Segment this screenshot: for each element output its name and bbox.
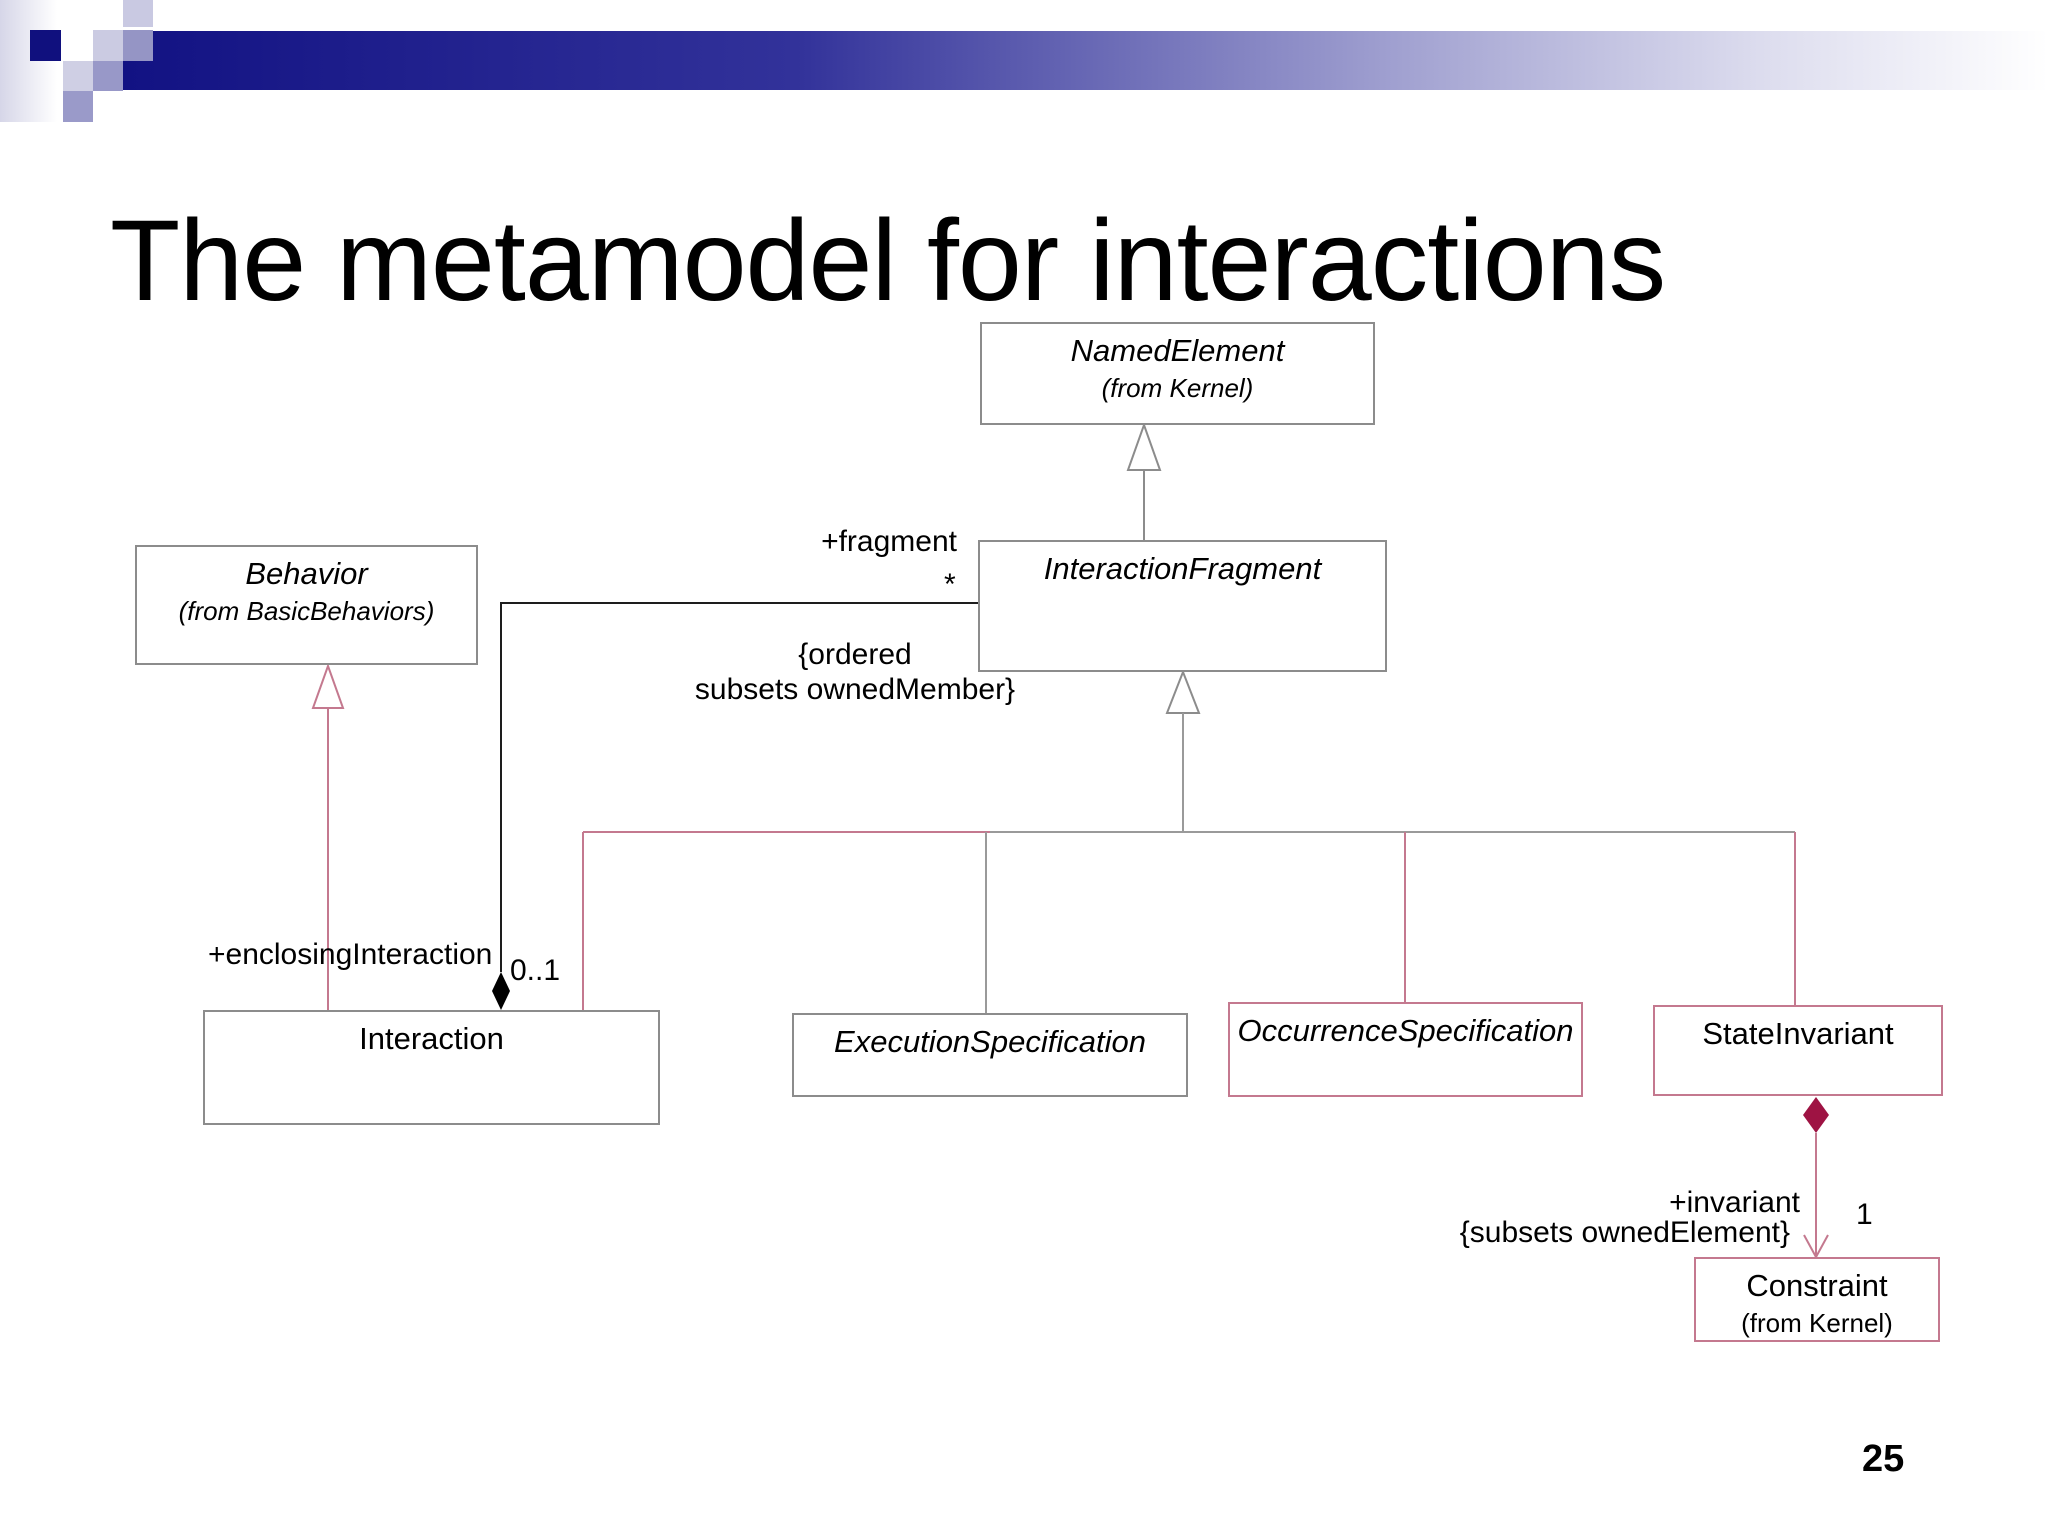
generalization-triangle-icon (1165, 669, 1201, 714)
class-box-behavior: Behavior (from BasicBehaviors) (135, 545, 478, 665)
constraint-label-line2: subsets ownedMember} (694, 672, 1016, 706)
class-name: OccurrenceSpecification (1237, 1013, 1574, 1048)
class-box-execution-specification: ExecutionSpecification (792, 1013, 1188, 1097)
deco-square (123, 0, 153, 27)
class-name: NamedElement (1070, 333, 1285, 368)
constraint-label-fragment: {ordered subsets ownedMember} (605, 638, 1105, 707)
deco-square (93, 61, 123, 91)
deco-square (63, 91, 93, 122)
class-name: ExecutionSpecification (834, 1024, 1146, 1059)
page-title: The metamodel for interactions (110, 197, 1666, 325)
class-box-constraint: Constraint (from Kernel) (1694, 1257, 1940, 1342)
constraint-label-invariant: {subsets ownedElement} (1459, 1216, 1790, 1249)
class-box-state-invariant: StateInvariant (1653, 1005, 1943, 1096)
association-line-fragment (500, 602, 978, 972)
constraint-label-line1: {ordered (798, 638, 912, 671)
deco-square (123, 30, 153, 61)
class-box-named-element: NamedElement (from Kernel) (980, 322, 1375, 425)
deco-square (63, 61, 93, 91)
multiplicity-label-fragment: * (944, 568, 956, 601)
class-box-interaction-fragment: InteractionFragment (978, 540, 1387, 672)
class-from-package: (from BasicBehaviors) (178, 595, 435, 626)
header-gradient-strip (0, 0, 57, 122)
class-name: StateInvariant (1702, 1016, 1894, 1051)
page-number: 25 (1862, 1438, 1905, 1480)
multiplicity-label-invariant: 1 (1856, 1198, 1873, 1231)
composition-diamond-icon (1803, 1097, 1829, 1133)
generalization-triangle-icon (1126, 422, 1162, 471)
class-box-occurrence-specification: OccurrenceSpecification (1228, 1002, 1583, 1097)
generalization-triangle-icon (311, 663, 345, 709)
class-name: Behavior (245, 556, 368, 591)
class-from-package: (from Kernel) (1741, 1307, 1893, 1338)
class-name: Constraint (1746, 1268, 1888, 1303)
role-label-fragment: +fragment (821, 525, 957, 558)
role-label-invariant: +invariant (1669, 1186, 1800, 1219)
header-gradient-bar (123, 31, 2048, 90)
multiplicity-label-enclosing-interaction: 0..1 (510, 954, 561, 987)
class-name: Interaction (359, 1021, 504, 1056)
class-name: InteractionFragment (1043, 551, 1322, 586)
composition-diamond-icon (492, 972, 510, 1010)
deco-square (93, 30, 123, 61)
class-box-interaction: Interaction (203, 1010, 660, 1125)
deco-square (30, 30, 61, 61)
role-label-enclosing-interaction: +enclosingInteraction (208, 938, 493, 971)
class-from-package: (from Kernel) (1101, 372, 1254, 403)
